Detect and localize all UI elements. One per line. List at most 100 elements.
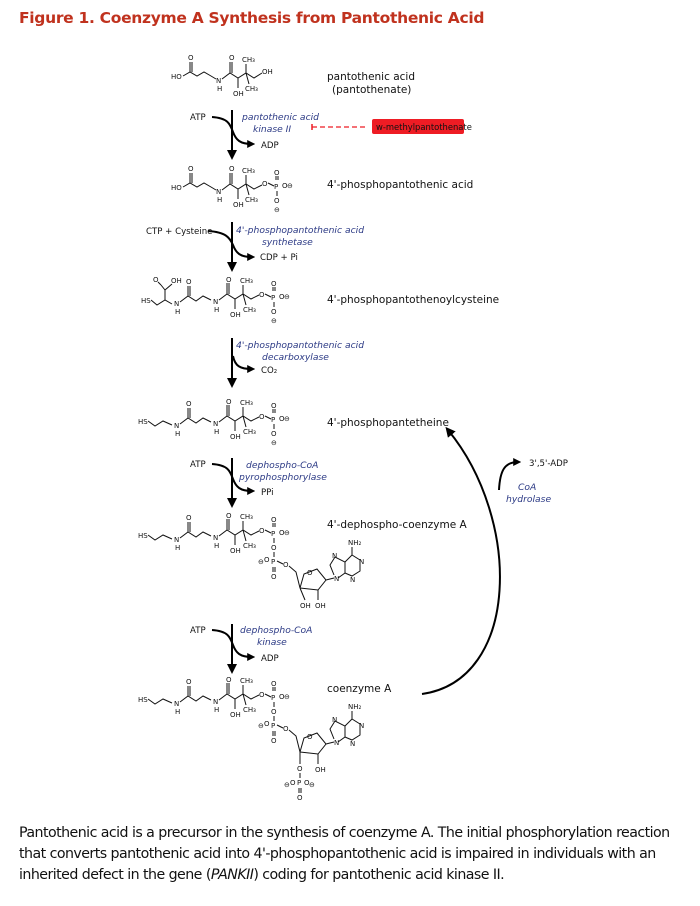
atom-label: ⊖ (284, 529, 290, 537)
atom-label: H (217, 85, 222, 93)
atom-label: H (175, 308, 180, 316)
atom-label: HS (138, 696, 148, 704)
enzyme-label-line2: hydrolase (506, 494, 551, 505)
atom-label: O (226, 676, 232, 684)
atom-label: N (216, 188, 221, 196)
atom-label: CH₃ (240, 677, 253, 685)
atom-label: H (175, 430, 180, 438)
atom-label: O (307, 733, 313, 741)
atom-label: HS (138, 532, 148, 540)
enzyme-dephospho-coa-pyrophosphorylase: dephospho-CoA (246, 460, 318, 471)
atom-label: O (259, 691, 265, 699)
recycle-coa-hydrolase: 3',5'-ADP CoA hydrolase (421, 426, 568, 695)
atom-label: O (307, 569, 313, 577)
caption-text-part1: Pantothenic acid is a precursor in the s… (19, 825, 670, 883)
structure-coenzyme-a: HS N H O N H O OH CH₃ CH₃ O P O O ⊖ O P … (138, 676, 364, 802)
atom-label: O (297, 794, 303, 802)
enzyme-coa-hydrolase: CoA (518, 482, 536, 493)
atom-label: CH₃ (243, 706, 256, 714)
compound-label-4-phosphopantothenic-acid: 4'-phosphopantothenic acid (327, 179, 473, 191)
reactant-ctp-cysteine: CTP + Cysteine (146, 227, 212, 237)
atom-label: N (174, 536, 179, 544)
atom-label: ⊖ (271, 439, 277, 447)
atom-label: ⊖ (284, 693, 290, 701)
atom-label: N (213, 534, 218, 542)
enzyme-4-phosphopantothenic-acid-synthetase: 4'-phosphopantothenic acid (236, 225, 364, 236)
atom-label: P (271, 558, 275, 566)
atom-label: CH₃ (243, 306, 256, 314)
atom-label: O (271, 308, 277, 316)
atom-label: OH (233, 90, 244, 98)
reactant-atp: ATP (190, 113, 206, 123)
atom-label: N (359, 558, 364, 566)
product-ppi: PPi (261, 488, 274, 498)
reaction-step-1: ATP ADP pantothenic acid kinase II (190, 110, 319, 160)
atom-label: ⊖ (258, 722, 264, 730)
enzyme-label-line2: pyrophosphorylase (238, 472, 327, 483)
atom-label: P (297, 779, 301, 787)
atom-label: O (283, 561, 289, 569)
atom-label: O (153, 276, 159, 284)
atom-label: OH (233, 201, 244, 209)
atom-label: P (274, 183, 278, 191)
atom-label: O (186, 278, 192, 286)
atom-label: O (229, 54, 235, 62)
structure-4-phosphopantetheine: HS N H O N H O OH CH₃ CH₃ O P O O ⊖ O ⊖ (138, 398, 290, 447)
atom-label: O (186, 678, 192, 686)
atom-label: CH₃ (240, 513, 253, 521)
atom-label: O (226, 398, 232, 406)
atom-label: O (290, 779, 296, 787)
atom-label: O (259, 413, 265, 421)
atom-label: O (271, 573, 277, 581)
atom-label: ⊖ (284, 415, 290, 423)
atom-label: O (226, 512, 232, 520)
atom-label: H (217, 196, 222, 204)
atom-label: CH₃ (245, 196, 258, 204)
atom-label: H (175, 708, 180, 716)
product-3-5-adp: 3',5'-ADP (529, 459, 568, 469)
atom-label: O (271, 737, 277, 745)
inhibitor-label: w-methylpantothenate (376, 122, 472, 132)
atom-label: CH₃ (242, 167, 255, 175)
compound-sublabel-pantothenate: (pantothenate) (332, 84, 411, 96)
inhibitor-badge (372, 119, 464, 134)
enzyme-label-line2: kinase II (253, 124, 291, 135)
atom-label: O (271, 544, 277, 552)
compound-label-4-phosphopantothenoylcysteine: 4'-phosphopantothenoylcysteine (327, 294, 499, 306)
enzyme-4-phosphopantothenic-acid-decarboxylase: 4'-phosphopantothenic acid (236, 340, 364, 351)
atom-label: P (271, 722, 275, 730)
atom-label: O (274, 169, 280, 177)
compound-label-4-dephospho-coenzyme-a: 4'-dephospho-coenzyme A (327, 519, 467, 531)
product-cdp-pi: CDP + Pi (260, 253, 298, 263)
atom-label: N (213, 298, 218, 306)
atom-label: O (226, 276, 232, 284)
atom-label: ⊖ (258, 558, 264, 566)
atom-label: N (213, 420, 218, 428)
atom-label: ⊖ (284, 293, 290, 301)
atom-label: O (188, 54, 194, 62)
enzyme-dephospho-coa-kinase: dephospho-CoA (240, 625, 312, 636)
atom-label: N (213, 698, 218, 706)
enzyme-label-line2: kinase (257, 637, 287, 648)
reaction-step-5: ATP ADP dephospho-CoA kinase (190, 624, 312, 674)
compound-label-pantothenic-acid: pantothenic acid (327, 71, 415, 83)
atom-label: N (174, 700, 179, 708)
atom-label: CH₃ (240, 277, 253, 285)
atom-label: H (214, 706, 219, 714)
compound-label-coenzyme-a: coenzyme A (327, 683, 392, 695)
atom-label: OH (171, 277, 182, 285)
atom-label: O (186, 400, 192, 408)
atom-label: P (271, 416, 275, 424)
atom-label: N (332, 552, 337, 560)
atom-label: OH (315, 766, 326, 774)
atom-label: O (259, 527, 265, 535)
atom-label: OH (230, 547, 241, 555)
atom-label: H (214, 306, 219, 314)
atom-label: O (271, 402, 277, 410)
figure-caption: Pantothenic acid is a precursor in the s… (19, 823, 699, 886)
atom-label: N (332, 716, 337, 724)
atom-label: HO (171, 184, 182, 192)
atom-label: H (175, 544, 180, 552)
compound-label-4-phosphopantetheine: 4'-phosphopantetheine (327, 417, 449, 429)
atom-label: N (216, 77, 221, 85)
